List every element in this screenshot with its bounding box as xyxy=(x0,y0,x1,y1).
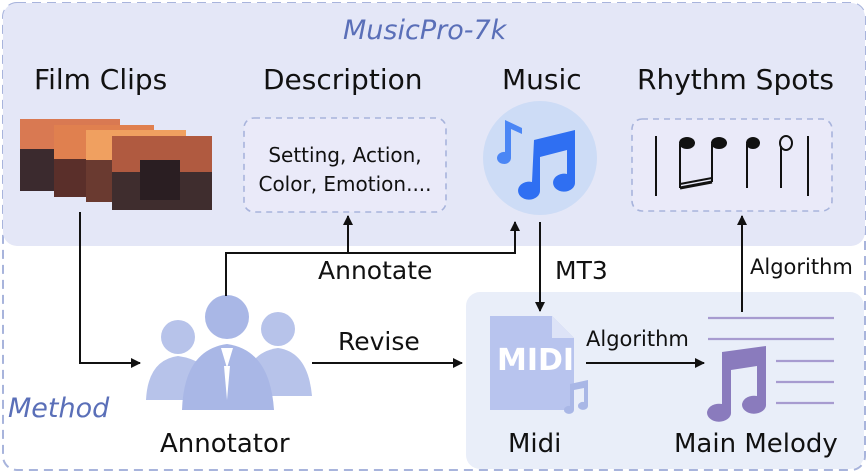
section-title-music: Music xyxy=(502,63,582,96)
node-label-midi: Midi xyxy=(508,429,562,459)
rhythm-spots-box xyxy=(631,118,833,212)
film-clips-icon xyxy=(20,119,212,210)
melody-note-icon xyxy=(707,316,834,422)
annotator-people-icon xyxy=(146,295,312,410)
arrow-label-algorithm-horizontal: Algorithm xyxy=(586,327,689,351)
arrow-label-annotate: Annotate xyxy=(318,256,433,285)
arrow-label-revise: Revise xyxy=(338,327,420,356)
description-box xyxy=(243,117,447,213)
method-label: Method xyxy=(8,393,110,424)
section-title-rhythm-spots: Rhythm Spots xyxy=(637,63,834,96)
arrow-label-algorithm-vertical: Algorithm xyxy=(750,255,853,279)
arrow-label-mt3: MT3 xyxy=(555,256,608,285)
node-label-annotator: Annotator xyxy=(160,429,290,459)
arrow-film-to-annotator xyxy=(79,212,141,368)
section-title-description: Description xyxy=(263,63,423,96)
rhythm-notes-icon xyxy=(655,135,809,196)
midi-icon-label: MIDI xyxy=(497,343,575,378)
node-label-main-melody: Main Melody xyxy=(674,429,838,459)
arrow-annotate xyxy=(225,221,520,296)
description-text-line1: Setting, Action, xyxy=(268,143,422,167)
music-note-icon xyxy=(483,101,597,215)
midi-file-icon xyxy=(490,316,588,414)
dataset-title: MusicPro-7k xyxy=(343,15,507,46)
section-title-film-clips: Film Clips xyxy=(34,63,168,96)
description-text-line2: Color, Emotion.... xyxy=(258,172,432,196)
